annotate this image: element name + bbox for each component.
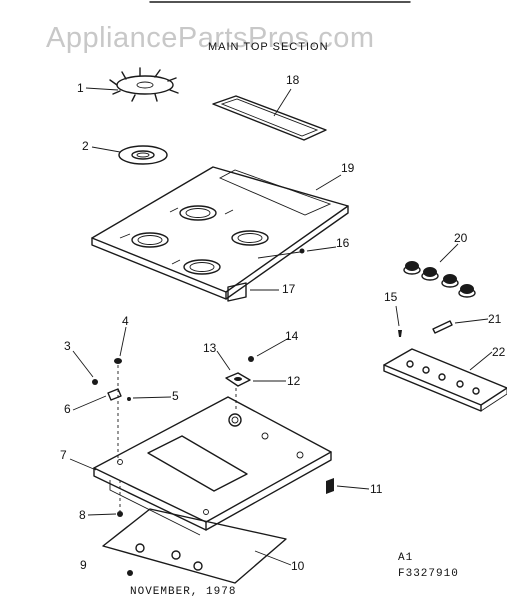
part-screw-15	[398, 330, 402, 337]
callout-8: 8	[79, 508, 86, 522]
callout-22: 22	[492, 345, 506, 359]
callout-10: 10	[291, 559, 305, 573]
callout-3: 3	[64, 339, 71, 353]
callout-2: 2	[82, 139, 89, 153]
callout-13: 13	[203, 341, 217, 355]
footer-date: NOVEMBER, 1978	[130, 586, 236, 598]
watermark: AppliancePartsPros.com	[46, 22, 375, 54]
callout-20: 20	[454, 231, 468, 245]
callout-14: 14	[285, 329, 299, 343]
part-bracket-17	[227, 282, 247, 302]
footer-code-line2: F3327910	[398, 568, 459, 580]
part-trim-strip	[212, 95, 327, 141]
part-valve-pieces	[225, 356, 254, 412]
callout-6: 6	[64, 402, 71, 416]
callout-21: 21	[488, 312, 502, 326]
part-bottom-plate	[102, 508, 287, 584]
callout-9: 9	[80, 558, 87, 572]
part-control-panel	[383, 348, 507, 412]
callout-18: 18	[286, 73, 300, 87]
part-burner-head	[109, 67, 179, 102]
callout-16: 16	[336, 236, 350, 250]
part-main-cooktop	[91, 166, 349, 300]
callout-numbers: 1 2 3 4 5 6 7 8 9 10 11 12 13 14 15 16 1…	[60, 73, 506, 573]
callout-4: 4	[122, 314, 129, 328]
section-title: MAIN TOP SECTION	[208, 41, 329, 53]
part-pin-21	[432, 320, 453, 334]
callout-17: 17	[282, 282, 296, 296]
part-base-pan	[93, 396, 332, 536]
part-clip-11	[326, 478, 334, 494]
part-clip-16	[257, 248, 305, 259]
callout-lines	[69, 87, 493, 566]
callout-5: 5	[172, 389, 179, 403]
callout-11: 11	[370, 482, 383, 496]
callout-19: 19	[341, 161, 355, 175]
part-knobs	[403, 261, 476, 298]
footer-code-line1: A1	[398, 552, 413, 564]
callout-15: 15	[384, 290, 398, 304]
part-screw-8	[117, 480, 123, 517]
part-screw-9	[127, 570, 133, 576]
callout-7: 7	[60, 448, 67, 462]
callout-1: 1	[77, 81, 84, 95]
part-ignition-pieces	[92, 358, 131, 462]
part-burner-ring	[118, 145, 168, 165]
callout-12: 12	[287, 374, 301, 388]
